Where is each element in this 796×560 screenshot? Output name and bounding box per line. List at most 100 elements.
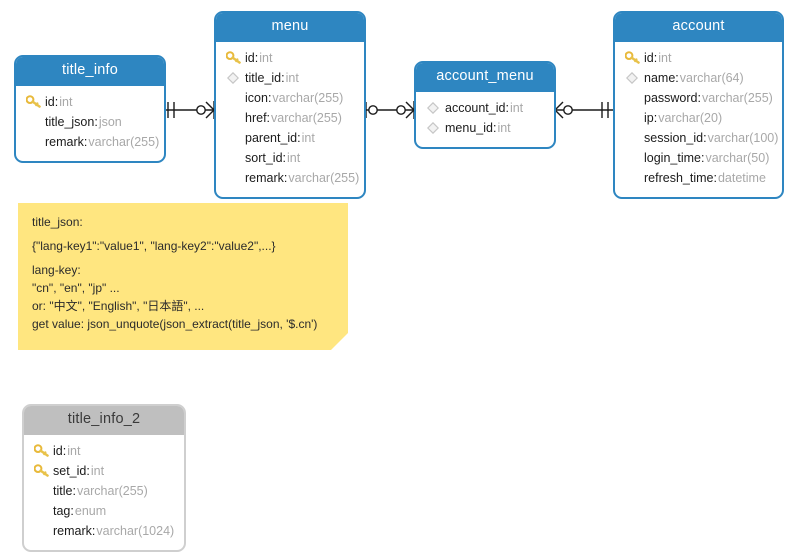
field-type: int [658, 50, 672, 65]
field-type: int [90, 463, 105, 478]
no-key-icon [623, 90, 641, 106]
field-type: varchar(64) [679, 70, 744, 85]
no-key-icon [224, 90, 242, 106]
no-key-icon [623, 150, 641, 166]
entity-title-info[interactable]: title_info id: int title_json: json rema… [14, 55, 166, 163]
field-type: int [59, 94, 73, 109]
field-type: varchar(255) [76, 483, 148, 498]
field-name: id [245, 50, 255, 65]
field-row: session_id: varchar(100) [623, 128, 778, 148]
entity-title-info-2[interactable]: title_info_2 id: int set_id: [22, 404, 186, 552]
foreign-key-diamond-icon [623, 70, 641, 86]
note-line: title_json: [32, 215, 83, 229]
field-name: account_id [445, 100, 506, 115]
field-row: title_json: json [24, 112, 154, 132]
field-row: name: varchar(64) [623, 68, 772, 88]
field-row: login_time: varchar(50) [623, 148, 772, 168]
connector-account-menu-account [554, 101, 616, 119]
field-name: tag [53, 503, 71, 518]
no-key-icon [224, 170, 242, 186]
field-row: set_id: int [32, 461, 174, 481]
field-row: refresh_time: datetime [623, 168, 772, 188]
no-key-icon [623, 130, 641, 146]
field-row: id: int [24, 92, 154, 112]
field-row: remark: varchar(255) [224, 168, 359, 188]
field-name: parent_id [245, 130, 298, 145]
field-row: remark: varchar(255) [24, 132, 159, 152]
field-row: tag: enum [32, 501, 174, 521]
note-title-json[interactable]: title_json: {"lang-key1":"value1", "lang… [18, 203, 348, 350]
field-name: title_id [245, 70, 282, 85]
field-type: int [259, 50, 273, 65]
no-key-icon [32, 503, 50, 519]
connector-menu-account-menu [360, 101, 422, 119]
field-type: int [301, 130, 315, 145]
field-type: varchar(255) [271, 110, 342, 125]
field-type: int [67, 443, 81, 458]
field-name: session_id [644, 130, 704, 145]
entity-account[interactable]: account id: int name: varchar(64) [613, 11, 784, 199]
entity-account-menu[interactable]: account_menu account_id: int menu_id: in… [414, 61, 556, 149]
entity-account-menu-fields: account_id: int menu_id: int [416, 92, 554, 147]
entity-menu[interactable]: menu id: int title_id: int [214, 11, 366, 199]
entity-account-menu-header: account_menu [416, 63, 554, 92]
note-fold-corner-icon [331, 333, 348, 350]
field-name: remark [45, 134, 84, 149]
foreign-key-diamond-icon [424, 120, 442, 136]
field-type: int [287, 150, 301, 165]
primary-key-icon [623, 50, 641, 66]
note-line: "cn", "en", "jp" ... [32, 281, 120, 295]
note-line: lang-key: [32, 263, 81, 277]
no-key-icon [224, 130, 242, 146]
field-name: set_id [53, 463, 87, 478]
field-type: int [285, 70, 299, 85]
primary-key-icon [24, 94, 42, 110]
field-type: varchar(255) [701, 90, 773, 105]
entity-title-info-2-fields: id: int set_id: int title: varchar(255) … [24, 435, 184, 550]
no-key-icon [623, 110, 641, 126]
field-name: id [53, 443, 63, 458]
field-row: id: int [224, 48, 354, 68]
note-line: or: "中文", "English", "日本語", ... [32, 299, 205, 313]
field-type: varchar(50) [705, 150, 770, 165]
no-key-icon [24, 114, 42, 130]
no-key-icon [224, 150, 242, 166]
field-row: href: varchar(255) [224, 108, 354, 128]
field-row: remark: varchar(1024) [32, 521, 174, 541]
foreign-key-diamond-icon [224, 70, 242, 86]
entity-account-fields: id: int name: varchar(64) password: varc… [615, 42, 782, 197]
field-name: href [245, 110, 267, 125]
no-key-icon [623, 170, 641, 186]
field-name: login_time [644, 150, 701, 165]
field-row: sort_id: int [224, 148, 354, 168]
foreign-key-diamond-icon [424, 100, 442, 116]
field-row: account_id: int [424, 98, 544, 118]
field-row: menu_id: int [424, 118, 544, 138]
entity-title-info-2-header: title_info_2 [24, 406, 184, 435]
field-type: varchar(255) [288, 170, 360, 185]
field-row: parent_id: int [224, 128, 354, 148]
field-name: title_json [45, 114, 95, 129]
field-name: id [644, 50, 654, 65]
entity-menu-header: menu [216, 13, 364, 42]
field-row: id: int [32, 441, 174, 461]
note-line: get value: json_unquote(json_extract(tit… [32, 317, 318, 331]
field-name: sort_id [245, 150, 283, 165]
primary-key-icon [32, 463, 50, 479]
field-name: ip [644, 110, 654, 125]
field-row: id: int [623, 48, 772, 68]
field-name: password [644, 90, 698, 105]
note-content: title_json: {"lang-key1":"value1", "lang… [18, 203, 348, 343]
primary-key-icon [224, 50, 242, 66]
field-name: menu_id [445, 120, 493, 135]
field-row: password: varchar(255) [623, 88, 773, 108]
entity-account-header: account [615, 13, 782, 42]
field-type: varchar(255) [272, 90, 344, 105]
note-line: {"lang-key1":"value1", "lang-key2":"valu… [32, 239, 276, 253]
primary-key-icon [32, 443, 50, 459]
field-type: varchar(255) [88, 134, 160, 149]
field-type: json [98, 114, 122, 129]
field-row: title: varchar(255) [32, 481, 174, 501]
field-type: datetime [717, 170, 766, 185]
field-name: refresh_time [644, 170, 714, 185]
